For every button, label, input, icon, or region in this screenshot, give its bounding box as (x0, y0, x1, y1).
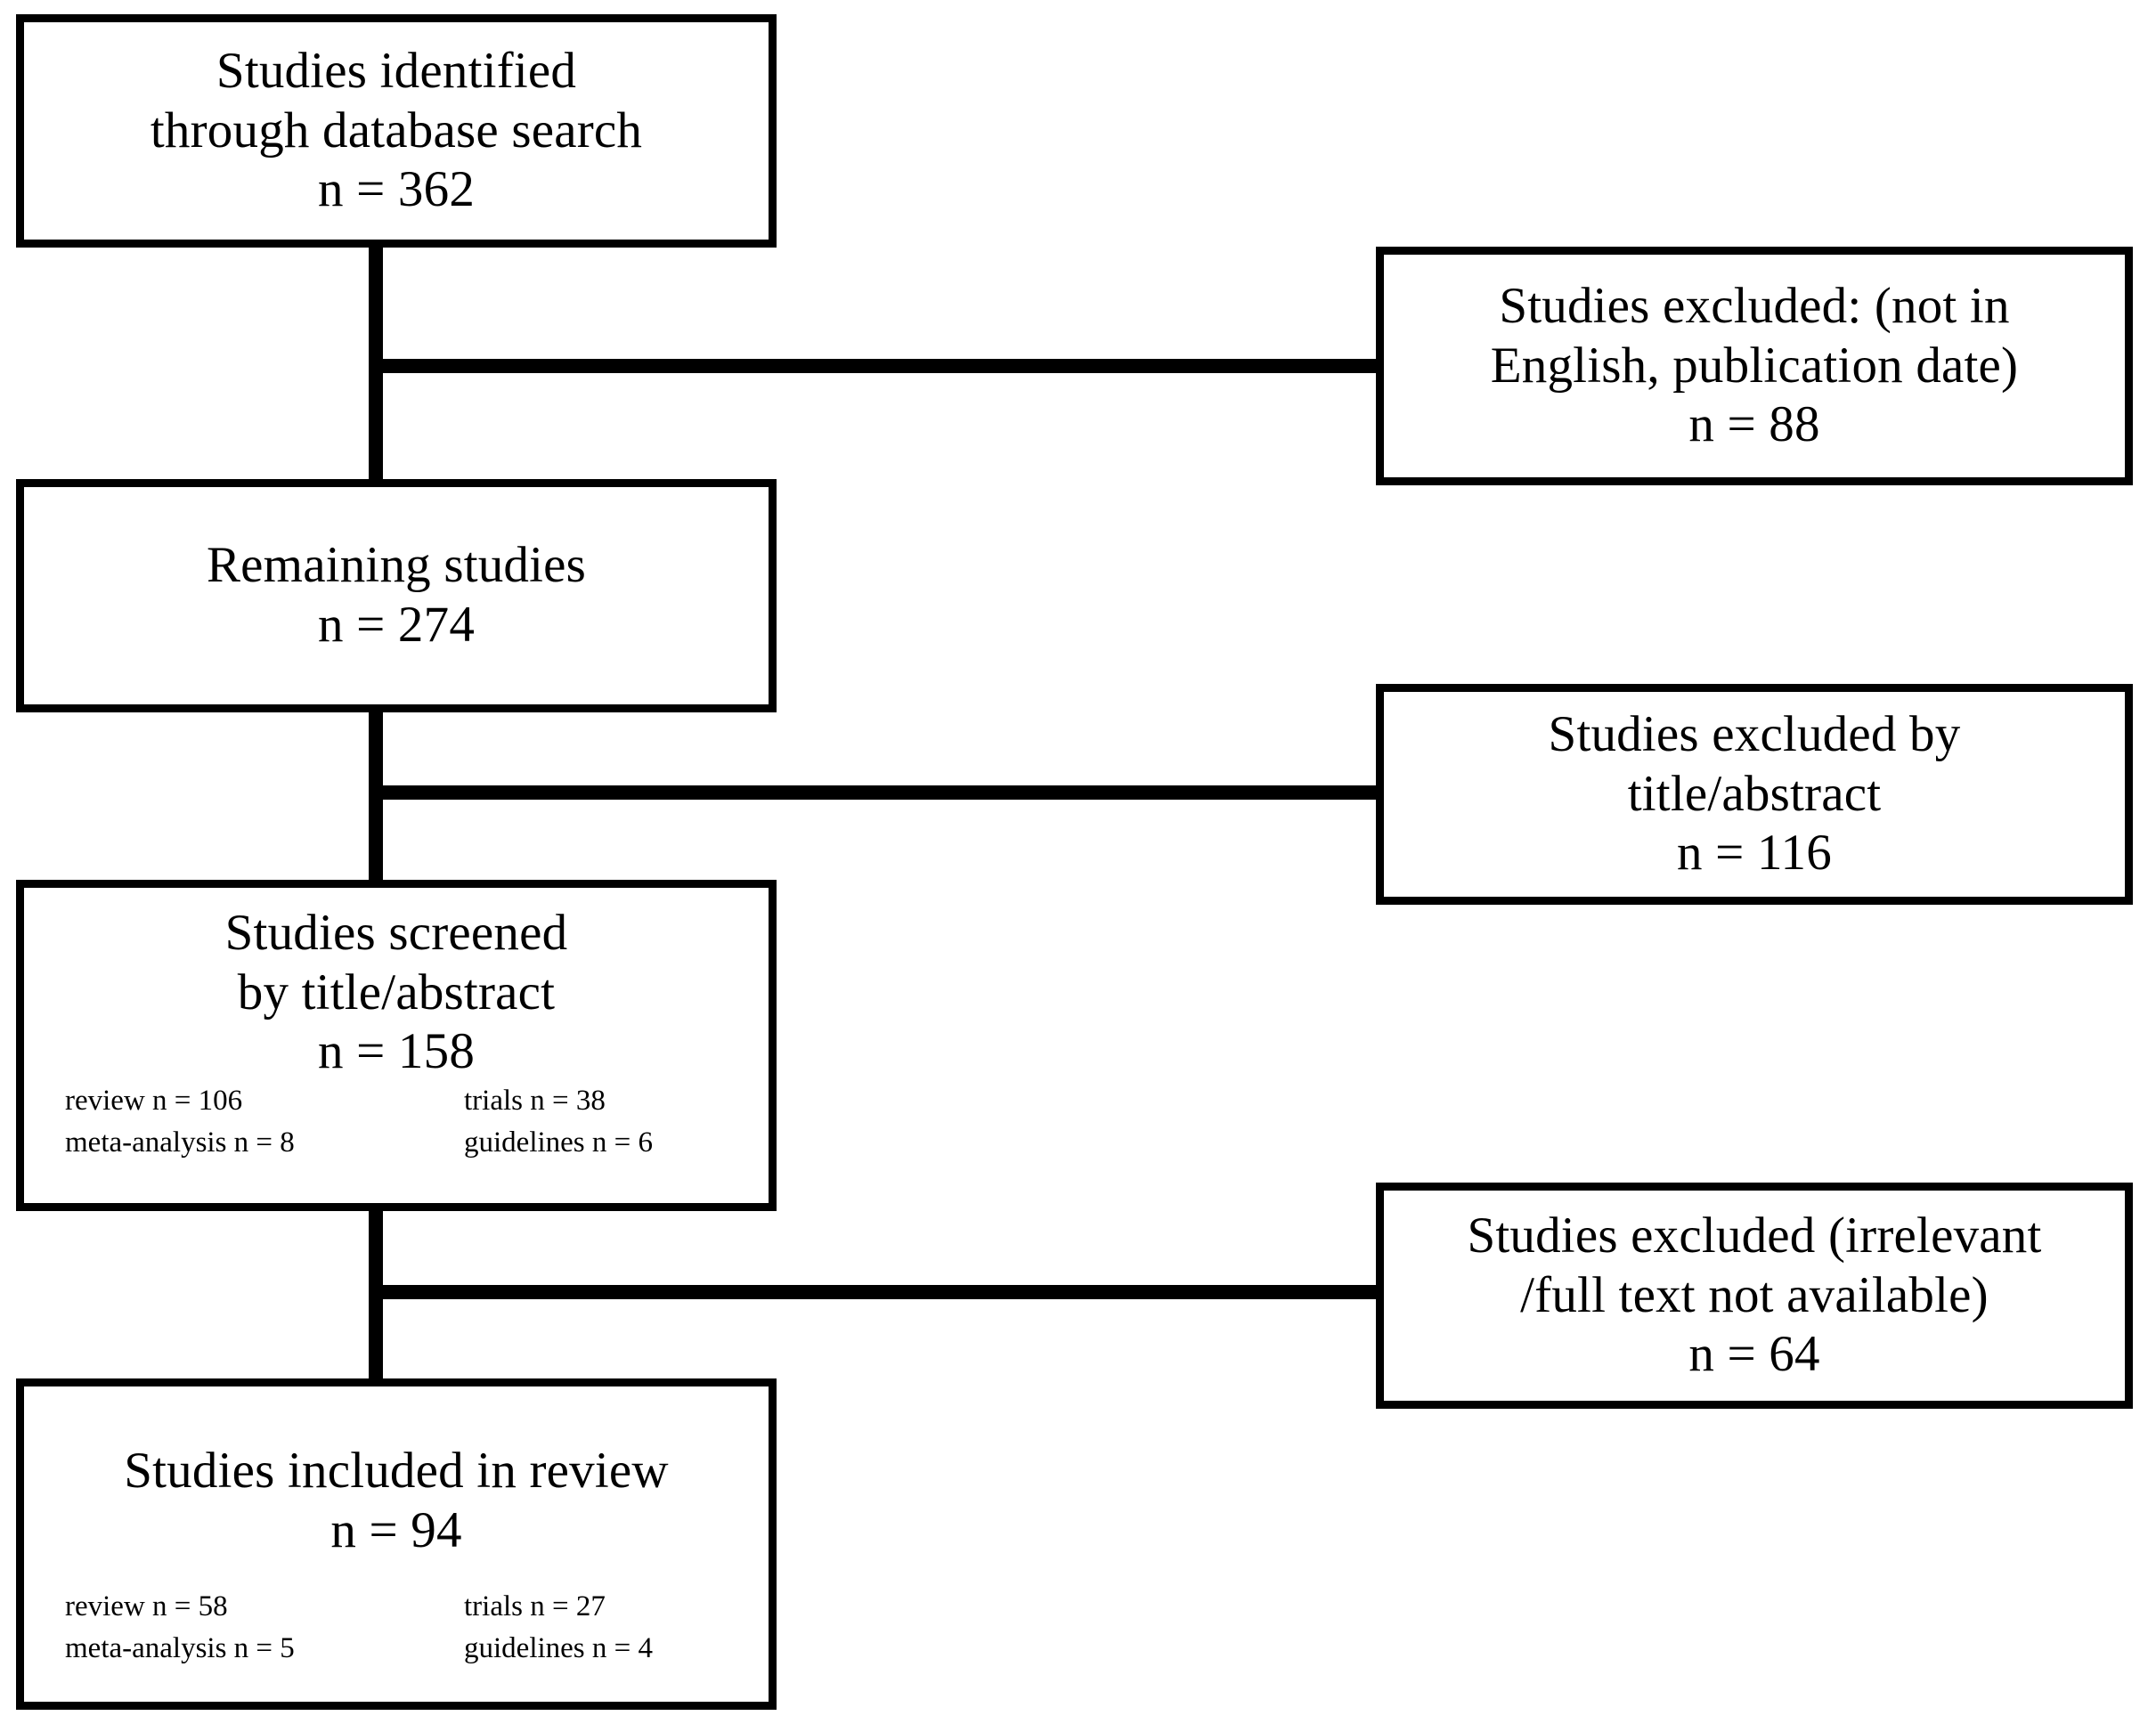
box-excluded-title-abstract: Studies excluded by title/abstract n = 1… (1376, 684, 2133, 905)
substats-column-right: trials n = 27 guidelines n = 4 (464, 1586, 653, 1670)
box-studies-included-label: Studies included in review n = 94 (124, 1443, 669, 1558)
box-studies-identified-label: Studies identified through database sear… (150, 42, 643, 218)
box-studies-screened-substats: review n = 106 meta-analysis n = 8 trial… (24, 1080, 769, 1164)
box-excluded-title-abstract-label: Studies excluded by title/abstract n = 1… (1548, 705, 1961, 882)
substat-guidelines: guidelines n = 6 (464, 1126, 654, 1159)
substat-guidelines: guidelines n = 4 (464, 1631, 654, 1664)
connector-branch-excluded-language-date (369, 359, 1384, 373)
substat-meta-analysis: meta-analysis n = 5 (65, 1631, 295, 1664)
substat-trials: trials n = 27 (464, 1590, 606, 1622)
box-studies-screened-label: Studies screened by title/abstract n = 1… (224, 905, 568, 1080)
box-remaining-studies: Remaining studies n = 274 (16, 479, 777, 712)
box-excluded-irrelevant-fulltext: Studies excluded (irrelevant /full text … (1376, 1183, 2133, 1409)
box-studies-identified: Studies identified through database sear… (16, 14, 777, 248)
box-excluded-language-date-label: Studies excluded: (not in English, publi… (1490, 277, 2019, 453)
substat-meta-analysis: meta-analysis n = 8 (65, 1126, 295, 1159)
substat-trials: trials n = 38 (464, 1085, 606, 1117)
substat-review: review n = 106 (65, 1085, 243, 1117)
box-excluded-irrelevant-fulltext-label: Studies excluded (irrelevant /full text … (1467, 1207, 2042, 1383)
connector-branch-excluded-irrelevant (369, 1285, 1384, 1299)
substat-review: review n = 58 (65, 1590, 228, 1622)
box-studies-included: Studies included in review n = 94 review… (16, 1378, 777, 1710)
substats-column-right: trials n = 38 guidelines n = 6 (464, 1080, 653, 1164)
box-studies-included-substats: review n = 58 meta-analysis n = 5 trials… (24, 1586, 769, 1670)
box-excluded-language-date: Studies excluded: (not in English, publi… (1376, 247, 2133, 485)
connector-branch-excluded-title-abstract (369, 785, 1384, 800)
box-remaining-studies-label: Remaining studies n = 274 (206, 537, 587, 653)
box-studies-screened: Studies screened by title/abstract n = 1… (16, 880, 777, 1211)
substats-column-left: review n = 58 meta-analysis n = 5 (65, 1586, 464, 1670)
substats-column-left: review n = 106 meta-analysis n = 8 (65, 1080, 464, 1164)
